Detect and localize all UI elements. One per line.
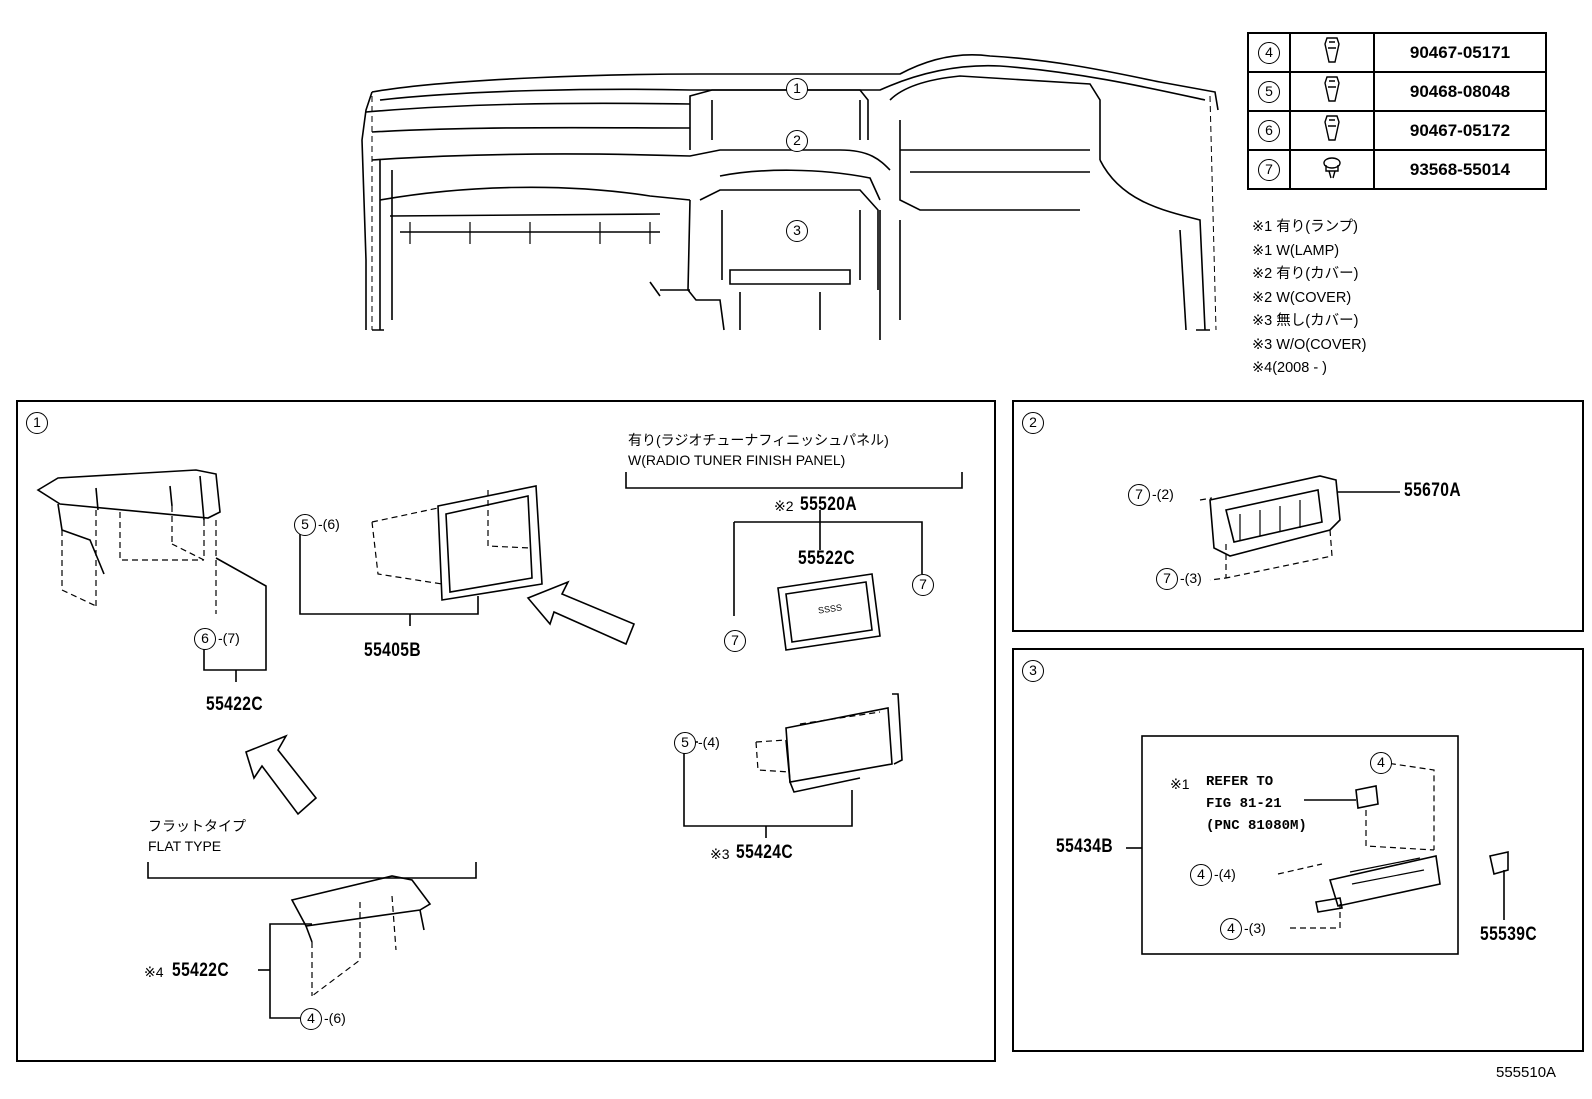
radio-header-en: W(RADIO TUNER FINISH PANEL) <box>628 452 846 468</box>
note-mark: ※4 <box>144 964 164 980</box>
clip-icon <box>1324 37 1340 63</box>
note-line: ※3 無し(カバー) <box>1252 313 1359 329</box>
flat-type-en: FLAT TYPE <box>148 838 222 854</box>
fastener-callout: 7 <box>1156 568 1178 590</box>
fastener-qty: -(3) <box>1180 570 1202 586</box>
fastener-ref: 7 <box>1258 158 1280 181</box>
legend-notes: ※1 有り(ランプ) ※1 W(LAMP) ※2 有り(カバー) ※2 W(CO… <box>1252 216 1366 381</box>
fastener-part-no: 90468-08048 <box>1373 71 1547 112</box>
refer-line-1: REFER TO <box>1206 774 1274 790</box>
overview-callout-1: 1 <box>786 78 808 100</box>
fastener-qty: -(3) <box>1244 920 1266 936</box>
fastener-callout: 4 <box>1190 864 1212 886</box>
fastener-table: 4 90467-05171 5 90468-08048 6 90467-0517… <box>1247 32 1547 190</box>
panel1-artwork <box>36 469 963 1019</box>
fastener-ref: 6 <box>1258 119 1280 142</box>
part-55405b: 55405B <box>364 640 422 661</box>
part-55670a: 55670A <box>1404 480 1462 501</box>
part-55434b: 55434B <box>1056 836 1114 857</box>
detail-panel-2 <box>1012 400 1584 632</box>
flat-type-jp: フラットタイプ <box>148 818 246 834</box>
fastener-qty: -(7) <box>218 630 240 646</box>
note-line: ※2 W(COVER) <box>1252 289 1352 306</box>
part-55539c: 55539C <box>1480 924 1538 945</box>
note-line: ※3 W/O(COVER) <box>1252 336 1367 353</box>
fastener-callout: 6 <box>194 628 216 650</box>
fastener-callout: 5 <box>674 732 696 754</box>
fastener-qty: -(4) <box>698 734 720 750</box>
fastener-qty: -(6) <box>318 516 340 532</box>
fastener-qty: -(6) <box>324 1010 346 1026</box>
panel3-index: 3 <box>1022 660 1044 682</box>
note-line: ※2 有り(カバー) <box>1252 266 1359 282</box>
overview-callout-3: 3 <box>786 220 808 242</box>
figure-code: 555510A <box>1496 1064 1557 1081</box>
fastener-callout: 5 <box>294 514 316 536</box>
panel2-artwork <box>1199 475 1400 581</box>
refer-line-3: (PNC 81080M) <box>1206 818 1307 834</box>
table-row: 4 90467-05171 <box>1247 32 1547 73</box>
fastener-part-no: 90467-05171 <box>1373 32 1547 73</box>
clip-icon <box>1324 76 1340 102</box>
dashboard-overview <box>361 54 1219 340</box>
fastener-qty: -(4) <box>1214 866 1236 882</box>
panel3-artwork <box>1126 735 1509 955</box>
panel1-index: 1 <box>26 412 48 434</box>
fastener-callout: 7 <box>724 630 746 652</box>
panel2-index: 2 <box>1022 412 1044 434</box>
part-55422c: 55422C <box>206 694 264 715</box>
note-mark: ※2 <box>774 498 794 514</box>
note-line: ※1 W(LAMP) <box>1252 242 1340 259</box>
part-55424c: 55424C <box>736 842 794 863</box>
fastener-qty: -(2) <box>1152 486 1174 502</box>
fastener-callout: 7 <box>1128 484 1150 506</box>
screw-icon <box>1323 157 1341 179</box>
note-line: ※4(2008 - ) <box>1252 360 1328 376</box>
fastener-callout: 4 <box>1220 918 1242 940</box>
fastener-callout: 4 <box>1370 752 1392 774</box>
part-55520a: 55520A <box>800 494 858 515</box>
overview-callout-2: 2 <box>786 130 808 152</box>
detail-panel-3 <box>1012 648 1584 1052</box>
refer-line-2: FIG 81-21 <box>1206 796 1282 812</box>
table-row: 5 90468-08048 <box>1247 71 1547 112</box>
fastener-callout: 4 <box>300 1008 322 1030</box>
fastener-part-no: 93568-55014 <box>1373 149 1547 190</box>
detail-panel-1 <box>16 400 996 1062</box>
part-55522c: 55522C <box>798 548 856 569</box>
table-row: 7 93568-55014 <box>1247 149 1547 190</box>
fastener-callout: 7 <box>912 574 934 596</box>
fastener-part-no: 90467-05172 <box>1373 110 1547 151</box>
note-line: ※1 有り(ランプ) <box>1252 219 1358 235</box>
clip-icon <box>1324 115 1340 141</box>
note-mark: ※1 <box>1170 776 1190 792</box>
fastener-ref: 4 <box>1258 41 1280 64</box>
note-mark: ※3 <box>710 846 730 862</box>
radio-header-jp: 有り(ラジオチューナフィニッシュパネル) <box>628 432 889 448</box>
part-55422c-flat: 55422C <box>172 960 230 981</box>
table-row: 6 90467-05172 <box>1247 110 1547 151</box>
fastener-ref: 5 <box>1258 80 1280 103</box>
